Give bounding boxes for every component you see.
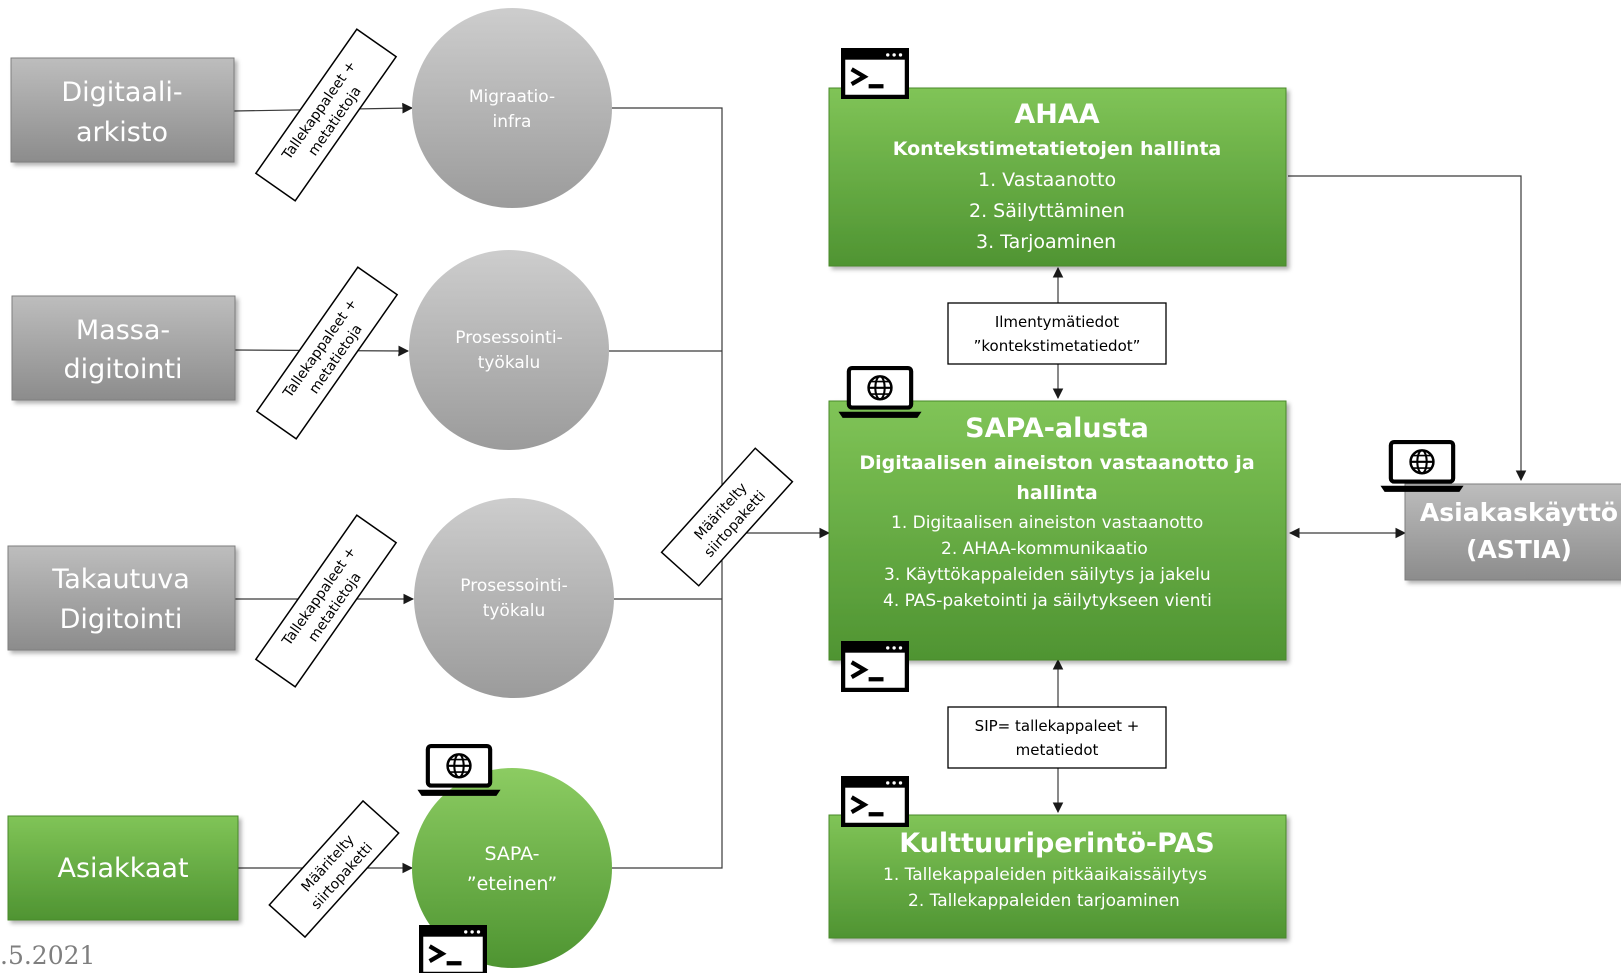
tool-label-line2: työkalu xyxy=(483,601,546,621)
tool-prosessointi-1: Prosessointi- työkalu xyxy=(409,250,609,450)
tool-sapa-eteinen: SAPA- ”eteinen” xyxy=(412,768,612,968)
ahaa-subtitle: Kontekstimetatietojen hallinta xyxy=(893,138,1222,160)
sapa-item: 1. Digitaalisen aineiston vastaanotto xyxy=(891,513,1203,533)
source-asiakkaat: Asiakkaat xyxy=(7,815,239,921)
edge-label-talle-1: Tallekappaleet + metatietoja xyxy=(254,28,398,202)
edge-bus xyxy=(612,107,723,869)
source-digitaaliarkisto: Digitaali- arkisto xyxy=(10,57,235,163)
sapa-item: 3. Käyttökappaleiden säilytys ja jakelu xyxy=(884,565,1211,585)
astia-label-line2: (ASTIA) xyxy=(1466,535,1572,564)
tool-label-line2: työkalu xyxy=(478,353,541,373)
tool-label-line2: ”eteinen” xyxy=(467,873,558,895)
tool-label-line1: Prosessointi- xyxy=(455,328,562,348)
source-massadigitointi: Massa- digitointi xyxy=(11,295,236,401)
label-line1: Ilmentymätiedot xyxy=(995,313,1119,331)
sapa-subtitle-line1: Digitaalisen aineiston vastaanotto ja xyxy=(859,452,1254,474)
kulttuuriperinto-pas-box: Kulttuuriperintö-PAS 1. Tallekappaleiden… xyxy=(828,814,1287,939)
source-label-line1: Takautuva xyxy=(51,564,190,595)
pas-item: 2. Tallekappaleiden tarjoaminen xyxy=(908,891,1180,911)
tool-prosessointi-2: Prosessointi- työkalu xyxy=(414,498,614,698)
edge-label-maaritelty-1: Määritelty siirtopaketti xyxy=(268,799,400,939)
source-label-line2: digitointi xyxy=(63,354,182,385)
sip-label: SIP= tallekappaleet + metatiedot xyxy=(947,706,1167,769)
terminal-icon xyxy=(843,778,907,825)
edge-label-talle-3: Tallekappaleet + metatietoja xyxy=(254,514,398,688)
source-label-line2: Digitointi xyxy=(60,604,183,635)
edge-label-talle-2: Tallekappaleet + metatietoja xyxy=(255,266,399,440)
sapa-alusta-box: SAPA-alusta Digitaalisen aineiston vasta… xyxy=(828,400,1287,661)
label-line2: ”kontekstimetatiedot” xyxy=(974,337,1141,355)
sapa-item: 2. AHAA-kommunikaatio xyxy=(941,539,1148,559)
source-label-line1: Digitaali- xyxy=(61,77,182,108)
ahaa-item: 1. Vastaanotto xyxy=(978,169,1116,191)
pas-title: Kulttuuriperintö-PAS xyxy=(899,828,1215,859)
footer-date: .5.2021 xyxy=(0,941,95,970)
ahaa-item: 3. Tarjoaminen xyxy=(976,231,1116,253)
label-line2: metatiedot xyxy=(1016,741,1099,759)
ahaa-item: 2. Säilyttäminen xyxy=(969,200,1125,222)
source-takautuva-digitointi: Takautuva Digitointi xyxy=(7,545,236,651)
ahaa-title: AHAA xyxy=(1014,99,1099,130)
tool-label-line1: Migraatio- xyxy=(469,87,555,107)
source-label: Asiakkaat xyxy=(57,853,188,884)
edge-label-maaritelty-2: Määritelty siirtopaketti xyxy=(660,447,794,587)
terminal-icon xyxy=(843,643,907,690)
sapa-subtitle-line2: hallinta xyxy=(1016,482,1097,504)
edge-ahaa-astia xyxy=(1288,175,1527,482)
asiakaskaytto-astia-box: Asiakaskäyttö (ASTIA) xyxy=(1404,483,1621,581)
source-label-line2: arkisto xyxy=(76,117,168,148)
terminal-icon xyxy=(843,50,907,97)
sapa-item: 4. PAS-paketointi ja säilytykseen vienti xyxy=(883,591,1212,611)
tool-migraatio-infra: Migraatio- infra xyxy=(412,8,612,208)
sapa-title: SAPA-alusta xyxy=(965,413,1149,444)
pas-item: 1. Tallekappaleiden pitkäaikaissäilytys xyxy=(883,865,1207,885)
source-label-line1: Massa- xyxy=(76,315,170,346)
terminal-icon xyxy=(421,927,485,973)
ahaa-box: AHAA Kontekstimetatietojen hallinta 1. V… xyxy=(828,87,1287,267)
ilmentymatiedot-label: Ilmentymätiedot ”kontekstimetatiedot” xyxy=(947,302,1167,365)
tool-label-line1: SAPA- xyxy=(484,843,539,865)
label-line1: SIP= tallekappaleet + xyxy=(975,717,1140,735)
tool-label-line2: infra xyxy=(493,112,532,132)
astia-label-line1: Asiakaskäyttö xyxy=(1420,498,1618,527)
tool-label-line1: Prosessointi- xyxy=(460,576,567,596)
